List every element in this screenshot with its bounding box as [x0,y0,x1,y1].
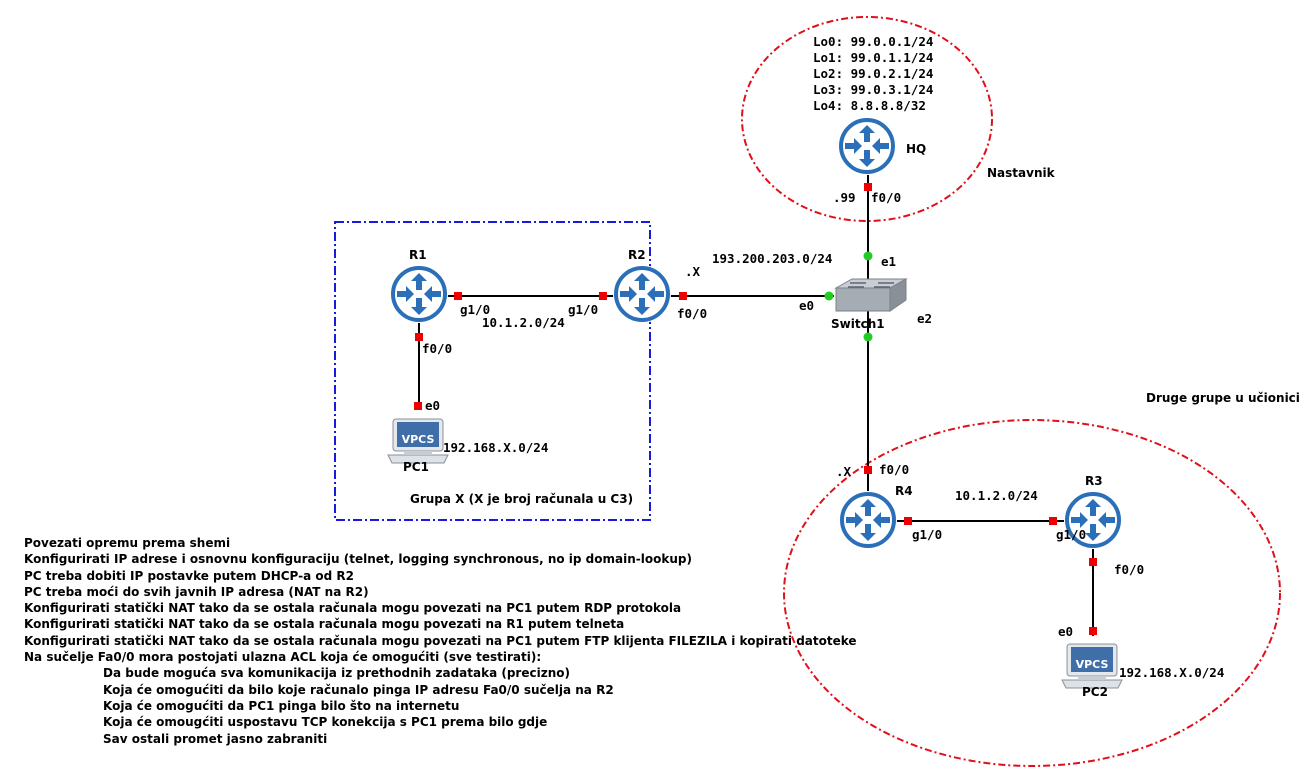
subtask-item: Koja će omogućiti da bilo koje računalo … [103,682,614,697]
router-r1-icon[interactable] [388,263,450,325]
task-item: Konfigurirati statički NAT tako da se os… [24,617,625,632]
other-groups-zone [783,419,1281,767]
port-r2-g10 [599,292,607,300]
subtask-item: Sav ostali promet jasno zabraniti [103,731,328,746]
port-r2-f00 [679,292,687,300]
hq-host-label: .99 [833,190,856,205]
task-item: PC treba moći do svih javnih IP adresa (… [24,584,369,599]
r1-f00-label: f0/0 [422,341,452,356]
r4-host-label: .X [836,464,852,479]
pc1-label: PC1 [403,460,429,474]
pc2-label: PC2 [1082,685,1108,699]
loopback-3: Lo3: 99.0.3.1/24 [813,82,933,97]
port-r1-g10 [454,292,462,300]
port-r4-g10 [904,517,912,525]
switch1-label: Switch1 [831,317,885,331]
task-item: PC treba dobiti IP postavke putem DHCP-a… [24,568,354,583]
r3-f00-label: f0/0 [1114,562,1144,577]
sw-e0-label: e0 [799,298,814,313]
task-item: Konfigurirati statički NAT tako da se os… [24,601,682,616]
port-sw-e1 [863,251,873,261]
pc2-e0-label: e0 [1058,624,1073,639]
task-item: Povezati opremu prema shemi [24,536,231,550]
public-net-label: 193.200.203.0/24 [712,251,832,266]
pc2-vpcs-badge: VPCS [1076,658,1109,671]
r3-label: R3 [1085,474,1103,488]
port-r3-f00 [1089,558,1097,566]
loopback-1: Lo1: 99.0.1.1/24 [813,50,933,65]
r4-label: R4 [895,484,913,498]
net-r4-r3-label: 10.1.2.0/24 [955,488,1038,503]
r3-g10-label: g1/0 [1056,527,1086,542]
pc1-vpcs-badge: VPCS [402,433,435,446]
task-item: Konfigurirati IP adrese i osnovnu konfig… [24,552,692,567]
group-zone-label: Grupa X (X je broj računala u C3) [410,492,633,506]
subtask-item: Da bude moguća sva komunikacija iz preth… [103,666,570,681]
port-pc2-e0 [1089,627,1097,635]
loopback-2: Lo2: 99.0.2.1/24 [813,66,933,81]
sw-e1-label: e1 [881,254,896,269]
task-list: Povezati opremu prema shemi Konfigurirat… [24,535,857,747]
loopback-4: Lo4: 8.8.8.8/32 [813,98,926,113]
r1-g10-label: g1/0 [460,302,490,317]
port-sw-e0 [824,291,834,301]
net-r1-r2-label: 10.1.2.0/24 [482,315,565,330]
task-item: Konfigurirati statički NAT tako da se os… [24,633,857,648]
pc2-net-label: 192.168.X.0/24 [1119,665,1224,680]
sw-e2-label: e2 [917,311,932,326]
pc1-e0-label: e0 [425,398,440,413]
port-r3-g10 [1049,517,1057,525]
r1-label: R1 [409,248,427,262]
loopback-0: Lo0: 99.0.0.1/24 [813,34,933,49]
r2-g10-label: g1/0 [568,302,598,317]
router-hq-icon[interactable] [836,115,898,177]
group-x-zone [334,221,651,521]
port-r1-f00 [415,333,423,341]
router-r2-icon[interactable] [611,263,673,325]
port-hq-f00 [864,183,872,191]
r4-f00-label: f0/0 [879,462,909,477]
others-zone-label: Druge grupe u učionici [1146,391,1300,405]
port-markers [414,183,1097,635]
teacher-zone [741,16,993,222]
hq-f00-label: f0/0 [871,190,901,205]
r2-host-label: .X [685,264,701,279]
subtask-item: Koja će omogućiti da PC1 pinga bilo što … [103,698,460,713]
port-sw-e2 [863,332,873,342]
switch1-icon[interactable] [834,278,908,312]
port-r4-f00 [864,466,872,474]
pc1-net-label: 192.168.X.0/24 [443,440,548,455]
task-item: Na sučelje Fa0/0 mora postojati ulazna A… [24,650,542,665]
teacher-zone-label: Nastavnik [987,166,1056,180]
hq-label: HQ [906,142,926,156]
r2-label: R2 [628,248,646,262]
r2-f00-label: f0/0 [677,306,707,321]
subtask-item: Koja će omougćiti uspostavu TCP konekcij… [103,715,548,730]
port-pc1-e0 [414,402,422,410]
r4-g10-label: g1/0 [912,527,942,542]
hq-loopbacks: Lo0: 99.0.0.1/24 Lo1: 99.0.1.1/24 Lo2: 9… [813,34,933,113]
